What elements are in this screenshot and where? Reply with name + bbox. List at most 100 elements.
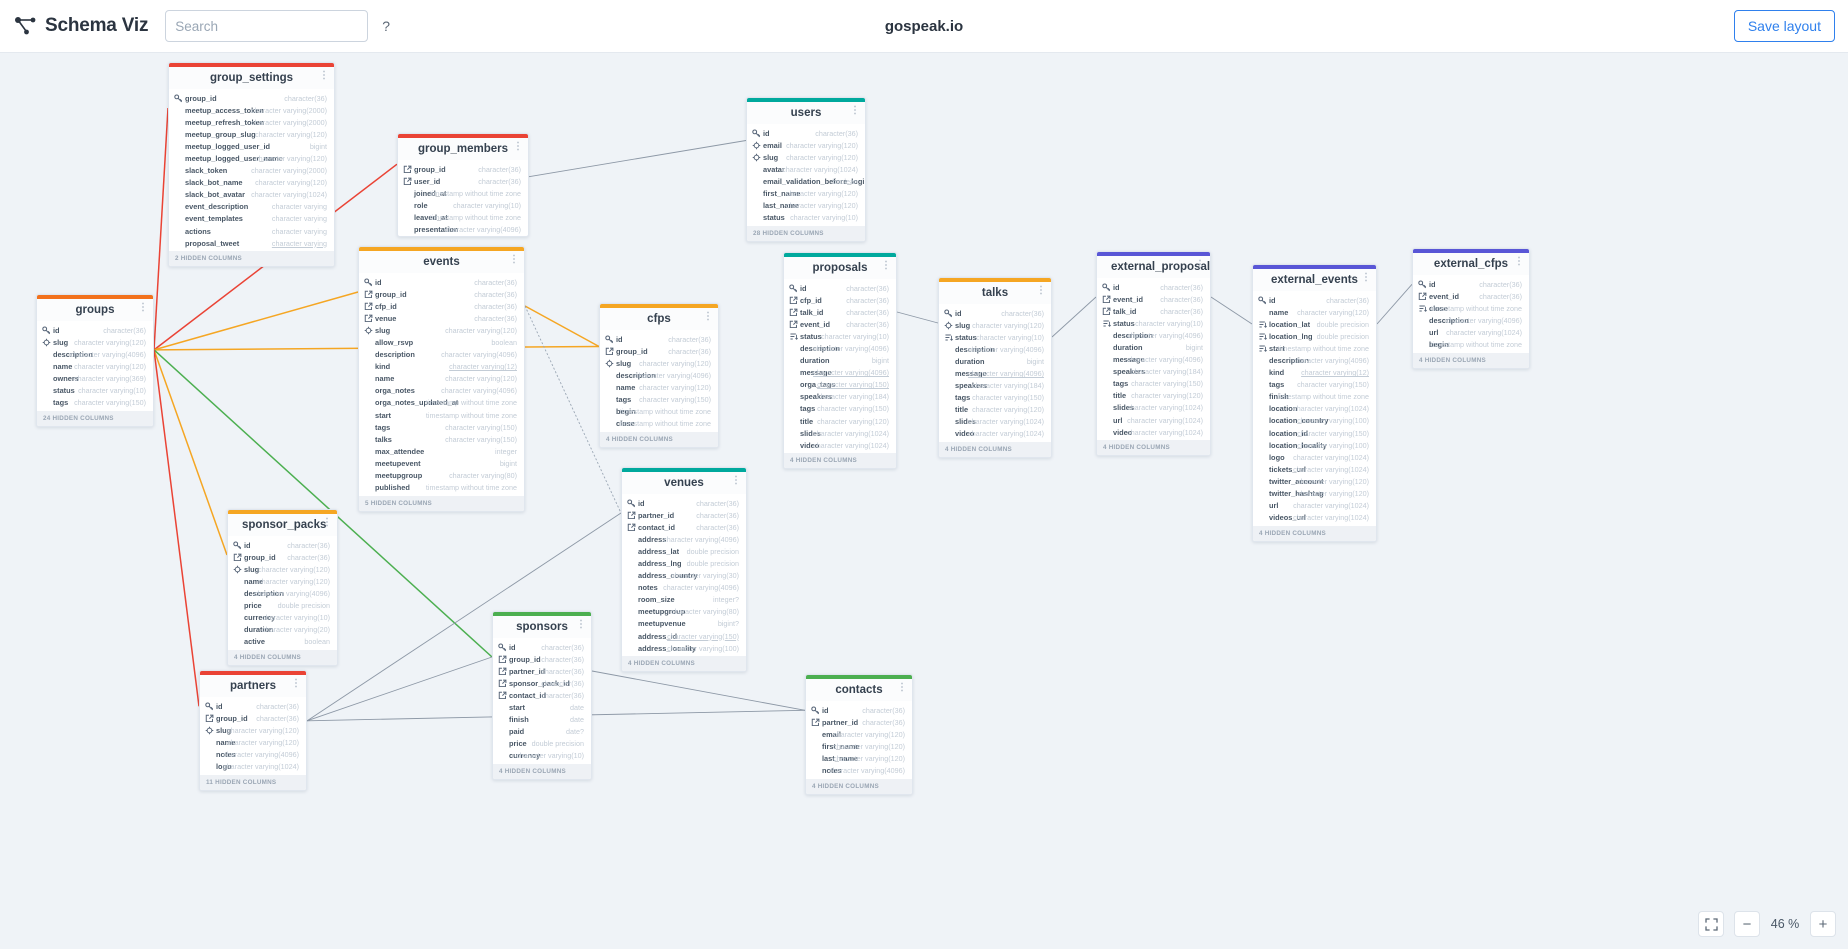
fit-screen-button[interactable] bbox=[1698, 911, 1724, 937]
table-header[interactable]: events⋮ bbox=[359, 251, 524, 273]
hidden-columns-bar[interactable]: 4 HIDDEN COLUMNS bbox=[493, 763, 591, 779]
table-header[interactable]: users⋮ bbox=[747, 102, 865, 124]
save-layout-button[interactable]: Save layout bbox=[1733, 10, 1835, 42]
hidden-columns-bar[interactable]: 5 HIDDEN COLUMNS bbox=[359, 495, 524, 511]
hidden-columns-bar[interactable]: 4 HIDDEN COLUMNS bbox=[228, 649, 337, 665]
hidden-columns-bar[interactable]: 11 HIDDEN COLUMNS bbox=[200, 774, 306, 790]
hidden-columns-bar[interactable]: 28 HIDDEN COLUMNS bbox=[747, 225, 865, 241]
hidden-columns-bar[interactable]: 4 HIDDEN COLUMNS bbox=[1097, 440, 1210, 456]
hidden-columns-bar[interactable]: 4 HIDDEN COLUMNS bbox=[622, 656, 746, 672]
table-menu-icon[interactable]: ⋮ bbox=[850, 105, 860, 116]
table-menu-icon[interactable]: ⋮ bbox=[881, 260, 891, 271]
zoom-in-button[interactable]: + bbox=[1810, 911, 1836, 937]
table-header[interactable]: talks⋮ bbox=[939, 282, 1051, 304]
table-menu-icon[interactable]: ⋮ bbox=[731, 475, 741, 486]
help-button[interactable]: ? bbox=[382, 18, 391, 34]
table-menu-icon[interactable]: ⋮ bbox=[509, 254, 519, 265]
hidden-columns-bar[interactable]: 4 HIDDEN COLUMNS bbox=[1253, 525, 1376, 541]
hidden-columns-bar[interactable]: 4 HIDDEN COLUMNS bbox=[939, 442, 1051, 458]
table-menu-icon[interactable]: ⋮ bbox=[1514, 256, 1524, 267]
hidden-columns-bar[interactable]: 4 HIDDEN COLUMNS bbox=[784, 453, 896, 469]
